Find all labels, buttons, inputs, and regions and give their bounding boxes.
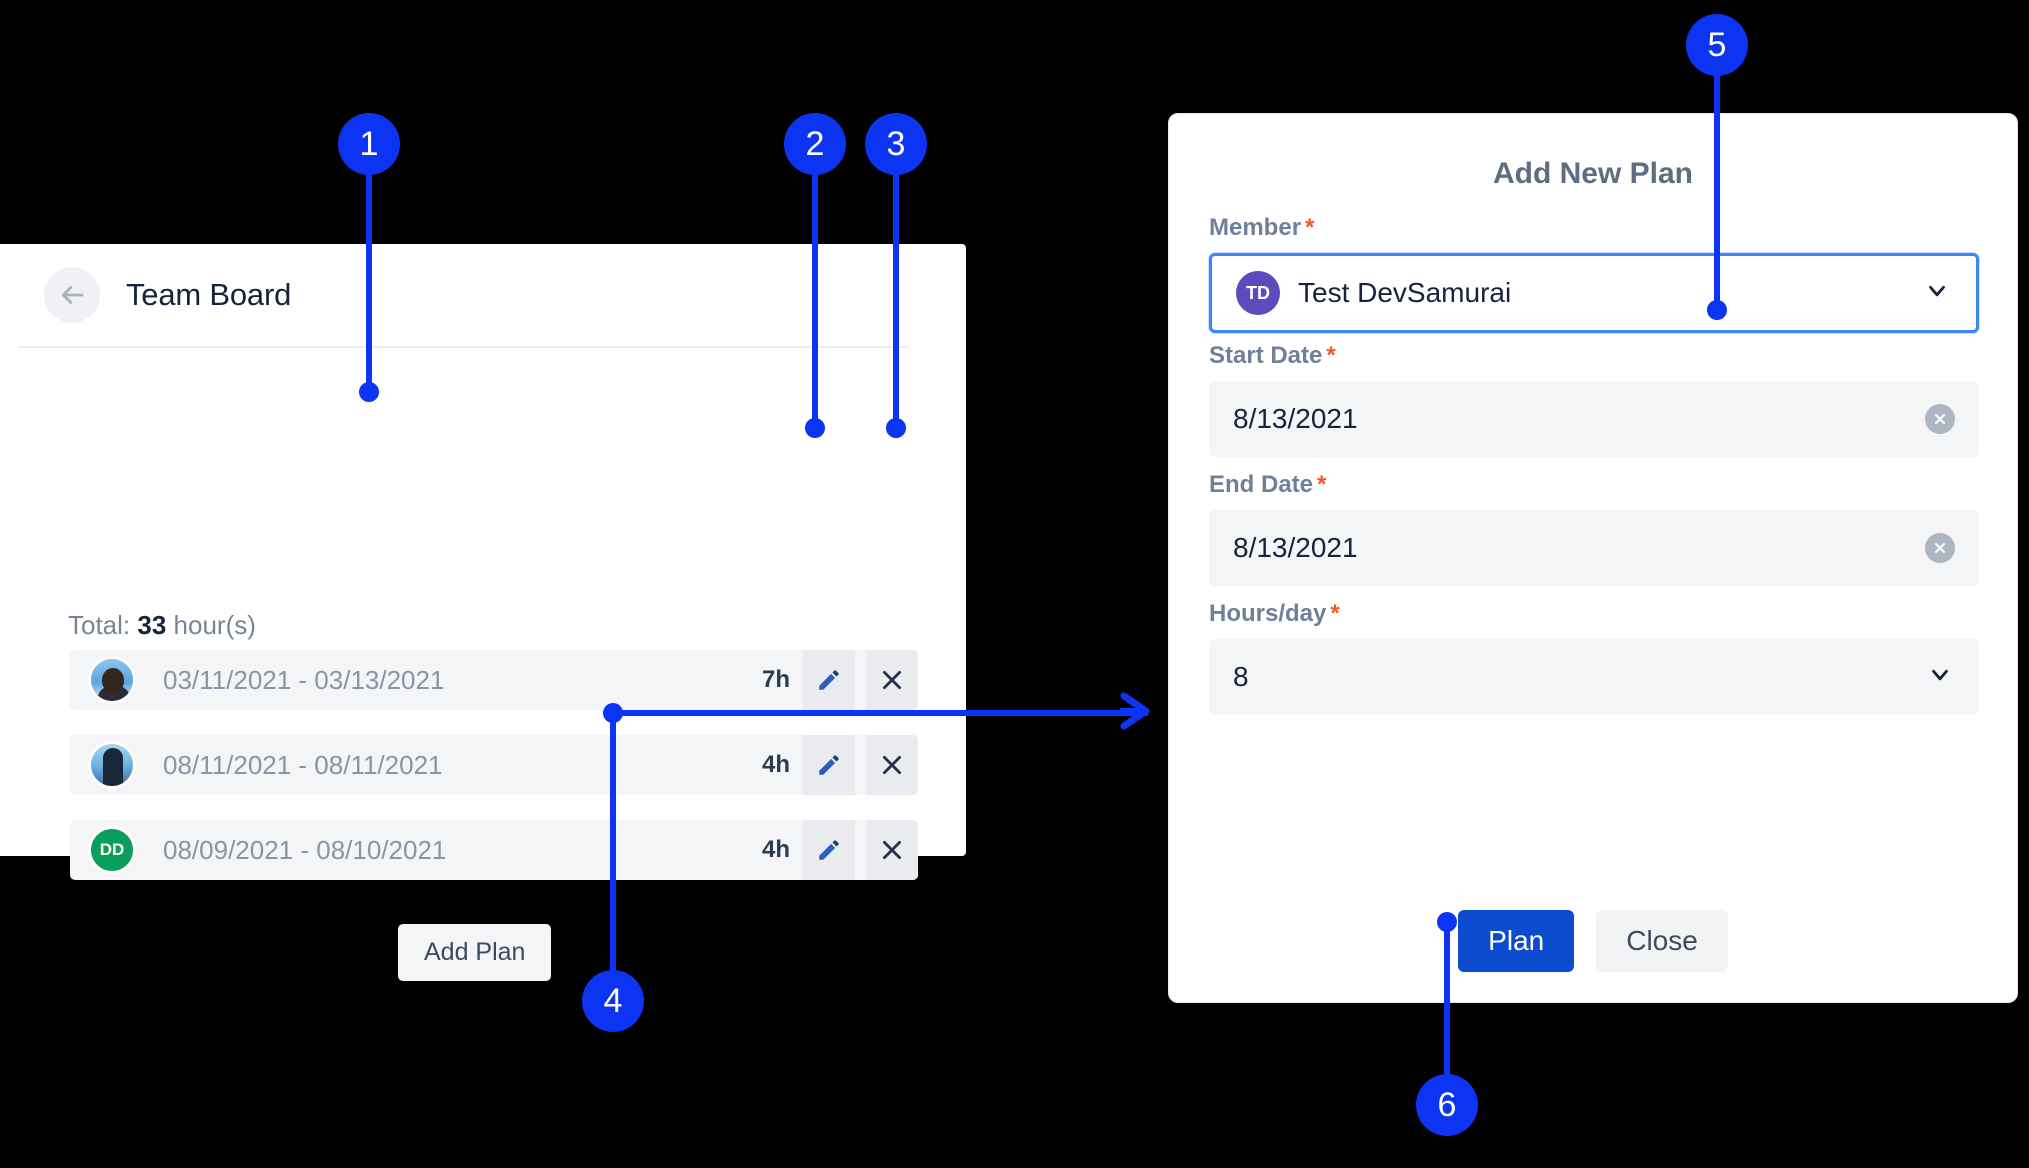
total-prefix: Total: xyxy=(68,610,131,640)
start-date-field: Start Date* 8/13/2021 xyxy=(1209,342,1979,457)
clear-circle-icon[interactable] xyxy=(1925,533,1955,563)
callout-badge-2: 2 xyxy=(784,113,846,175)
add-plan-button[interactable]: Add Plan xyxy=(398,924,552,981)
required-marker: * xyxy=(1305,214,1315,241)
end-date-label: End Date* xyxy=(1209,471,1979,499)
add-new-plan-dialog: Add New Plan Member* TD Test DevSamurai … xyxy=(1168,113,2018,1003)
pencil-icon xyxy=(816,667,842,693)
clear-circle-icon[interactable] xyxy=(1925,404,1955,434)
callout-badge-5: 5 xyxy=(1686,14,1748,76)
start-date-label-text: Start Date xyxy=(1209,342,1323,369)
start-date-label: Start Date* xyxy=(1209,342,1979,370)
pencil-icon xyxy=(816,837,842,863)
avatar: DD xyxy=(88,826,136,874)
chevron-down-icon xyxy=(1927,662,1953,693)
board-header: Team Board xyxy=(0,244,966,346)
row-hours: 7h xyxy=(761,666,790,693)
required-marker: * xyxy=(1330,600,1340,627)
member-avatar: TD xyxy=(1236,271,1280,315)
start-date-value: 8/13/2021 xyxy=(1233,403,1358,434)
end-date-label-text: End Date xyxy=(1209,471,1314,498)
end-date-field: End Date* 8/13/2021 xyxy=(1209,471,1979,586)
close-icon xyxy=(879,837,905,863)
hours-per-day-label-text: Hours/day xyxy=(1209,600,1327,627)
edit-plan-button[interactable] xyxy=(803,650,855,710)
close-icon xyxy=(879,752,905,778)
member-field: Member* TD Test DevSamurai xyxy=(1209,214,1979,333)
dialog-actions: Plan Close xyxy=(1169,910,2017,972)
hours-per-day-select[interactable]: 8 xyxy=(1209,639,1979,715)
row-date-range: 03/11/2021 - 03/13/2021 xyxy=(163,664,445,695)
callout-badge-6: 6 xyxy=(1416,1074,1478,1136)
plan-list: 03/11/2021 - 03/13/2021 7h xyxy=(70,650,918,905)
total-suffix: hour(s) xyxy=(173,610,256,640)
hours-per-day-field: Hours/day* 8 xyxy=(1209,600,1979,715)
page-title: Team Board xyxy=(126,277,292,312)
member-label-text: Member xyxy=(1209,214,1302,241)
delete-plan-button[interactable] xyxy=(866,820,918,880)
row-date-range: 08/11/2021 - 08/11/2021 xyxy=(163,749,443,780)
table-row[interactable]: DD 08/09/2021 - 08/10/2021 4h xyxy=(70,820,918,880)
callout-badge-3: 3 xyxy=(865,113,927,175)
row-date-range: 08/09/2021 - 08/10/2021 xyxy=(163,834,447,865)
member-label: Member* xyxy=(1209,214,1979,242)
callout-badge-4: 4 xyxy=(582,970,644,1032)
edit-plan-button[interactable] xyxy=(803,735,855,795)
chevron-down-icon xyxy=(1924,278,1950,309)
callout-badge-1: 1 xyxy=(338,113,400,175)
dialog-title: Add New Plan xyxy=(1492,157,1694,190)
total-hours-label: Total: 33 hour(s) xyxy=(68,610,256,641)
hours-per-day-value: 8 xyxy=(1233,661,1249,692)
arrow-right-icon xyxy=(1120,692,1150,730)
plan-submit-button[interactable]: Plan xyxy=(1458,910,1575,972)
required-marker: * xyxy=(1317,471,1327,498)
delete-plan-button[interactable] xyxy=(866,650,918,710)
back-button[interactable] xyxy=(44,267,100,323)
pencil-icon xyxy=(816,752,842,778)
team-board-card: Team Board Total: 33 hour(s) 03/11/2021 … xyxy=(0,244,966,981)
delete-plan-button[interactable] xyxy=(866,735,918,795)
table-row[interactable]: 03/11/2021 - 03/13/2021 7h xyxy=(70,650,918,710)
close-button[interactable]: Close xyxy=(1596,910,1728,972)
row-hours: 4h xyxy=(761,751,790,778)
edit-plan-button[interactable] xyxy=(803,820,855,880)
total-value: 33 xyxy=(137,610,167,640)
table-row[interactable]: 08/11/2021 - 08/11/2021 4h xyxy=(70,735,918,795)
required-marker: * xyxy=(1326,342,1336,369)
member-value: Test DevSamurai xyxy=(1298,277,1512,308)
avatar xyxy=(88,741,136,789)
arrow-left-icon xyxy=(57,280,87,310)
start-date-input[interactable]: 8/13/2021 xyxy=(1209,381,1979,457)
member-select[interactable]: TD Test DevSamurai xyxy=(1209,253,1979,333)
row-hours: 4h xyxy=(761,836,790,863)
close-icon xyxy=(879,667,905,693)
hours-per-day-label: Hours/day* xyxy=(1209,600,1979,628)
avatar xyxy=(88,656,136,704)
header-divider xyxy=(18,346,908,348)
end-date-input[interactable]: 8/13/2021 xyxy=(1209,510,1979,586)
end-date-value: 8/13/2021 xyxy=(1233,532,1358,563)
